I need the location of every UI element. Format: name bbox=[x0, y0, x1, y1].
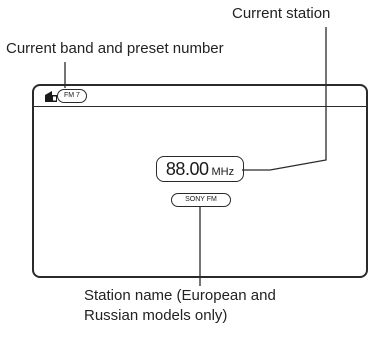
station-name-badge: SONY FM bbox=[171, 193, 231, 207]
header-divider bbox=[34, 106, 366, 107]
callout-current-band: Current band and preset number bbox=[6, 40, 224, 57]
radio-band-icon bbox=[45, 91, 57, 102]
band-preset-badge: FM 7 bbox=[57, 89, 87, 103]
callout-station-name: Station name (European and Russian model… bbox=[84, 286, 276, 326]
callout-current-station: Current station bbox=[232, 5, 331, 22]
frequency-unit: MHz bbox=[211, 166, 235, 178]
callout-station-name-line1: Station name (European and bbox=[84, 287, 276, 304]
frequency-value: 88.00 bbox=[165, 159, 209, 179]
callout-station-name-line2: Russian models only) bbox=[84, 307, 228, 324]
